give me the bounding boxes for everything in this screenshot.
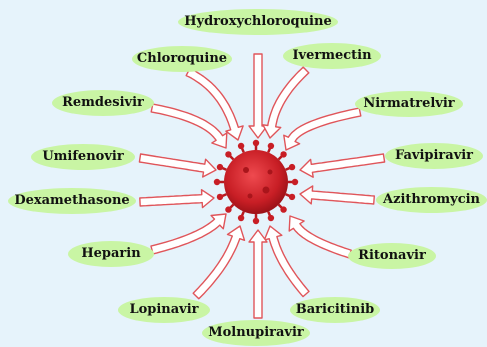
drug-label: Remdesivir [62, 95, 144, 110]
drug-pill-heparin: Heparin [68, 241, 154, 267]
drug-pill-favipiravir: Favipiravir [385, 143, 483, 169]
drug-pill-lopinavir: Lopinavir [118, 297, 210, 323]
drug-pill-ivermectin: Ivermectin [283, 43, 381, 69]
drug-label: Hydroxychloroquine [184, 14, 331, 29]
drug-pill-chloroquine: Chloroquine [132, 46, 232, 72]
drug-pill-umifenovir: Umifenovir [31, 144, 135, 170]
drug-pill-nirmatrelvir: Nirmatrelvir [355, 91, 463, 117]
drug-label: Azithromycin [383, 192, 480, 207]
drug-label: Lopinavir [129, 302, 198, 317]
drug-pill-ritonavir: Ritonavir [348, 243, 436, 269]
drug-label: Ritonavir [358, 248, 426, 263]
drug-label: Nirmatrelvir [363, 96, 454, 111]
drug-pill-azithromycin: Azithromycin [376, 187, 487, 213]
drug-label: Molnupiravir [208, 325, 304, 340]
drug-pill-dexamethasone: Dexamethasone [8, 188, 136, 214]
drug-label: Chloroquine [137, 51, 227, 66]
drug-pill-remdesivir: Remdesivir [52, 90, 154, 116]
drug-label: Umifenovir [42, 149, 123, 164]
drug-label: Heparin [81, 246, 140, 261]
drug-label: Ivermectin [292, 48, 371, 63]
drug-label: Favipiravir [395, 148, 473, 163]
drug-label: Dexamethasone [14, 193, 129, 208]
drug-label: Baricitinib [296, 302, 374, 317]
drug-pill-hydroxychloroquine: Hydroxychloroquine [178, 9, 338, 35]
drug-pill-baricitinib: Baricitinib [290, 297, 380, 323]
drug-pill-molnupiravir: Molnupiravir [202, 320, 310, 346]
